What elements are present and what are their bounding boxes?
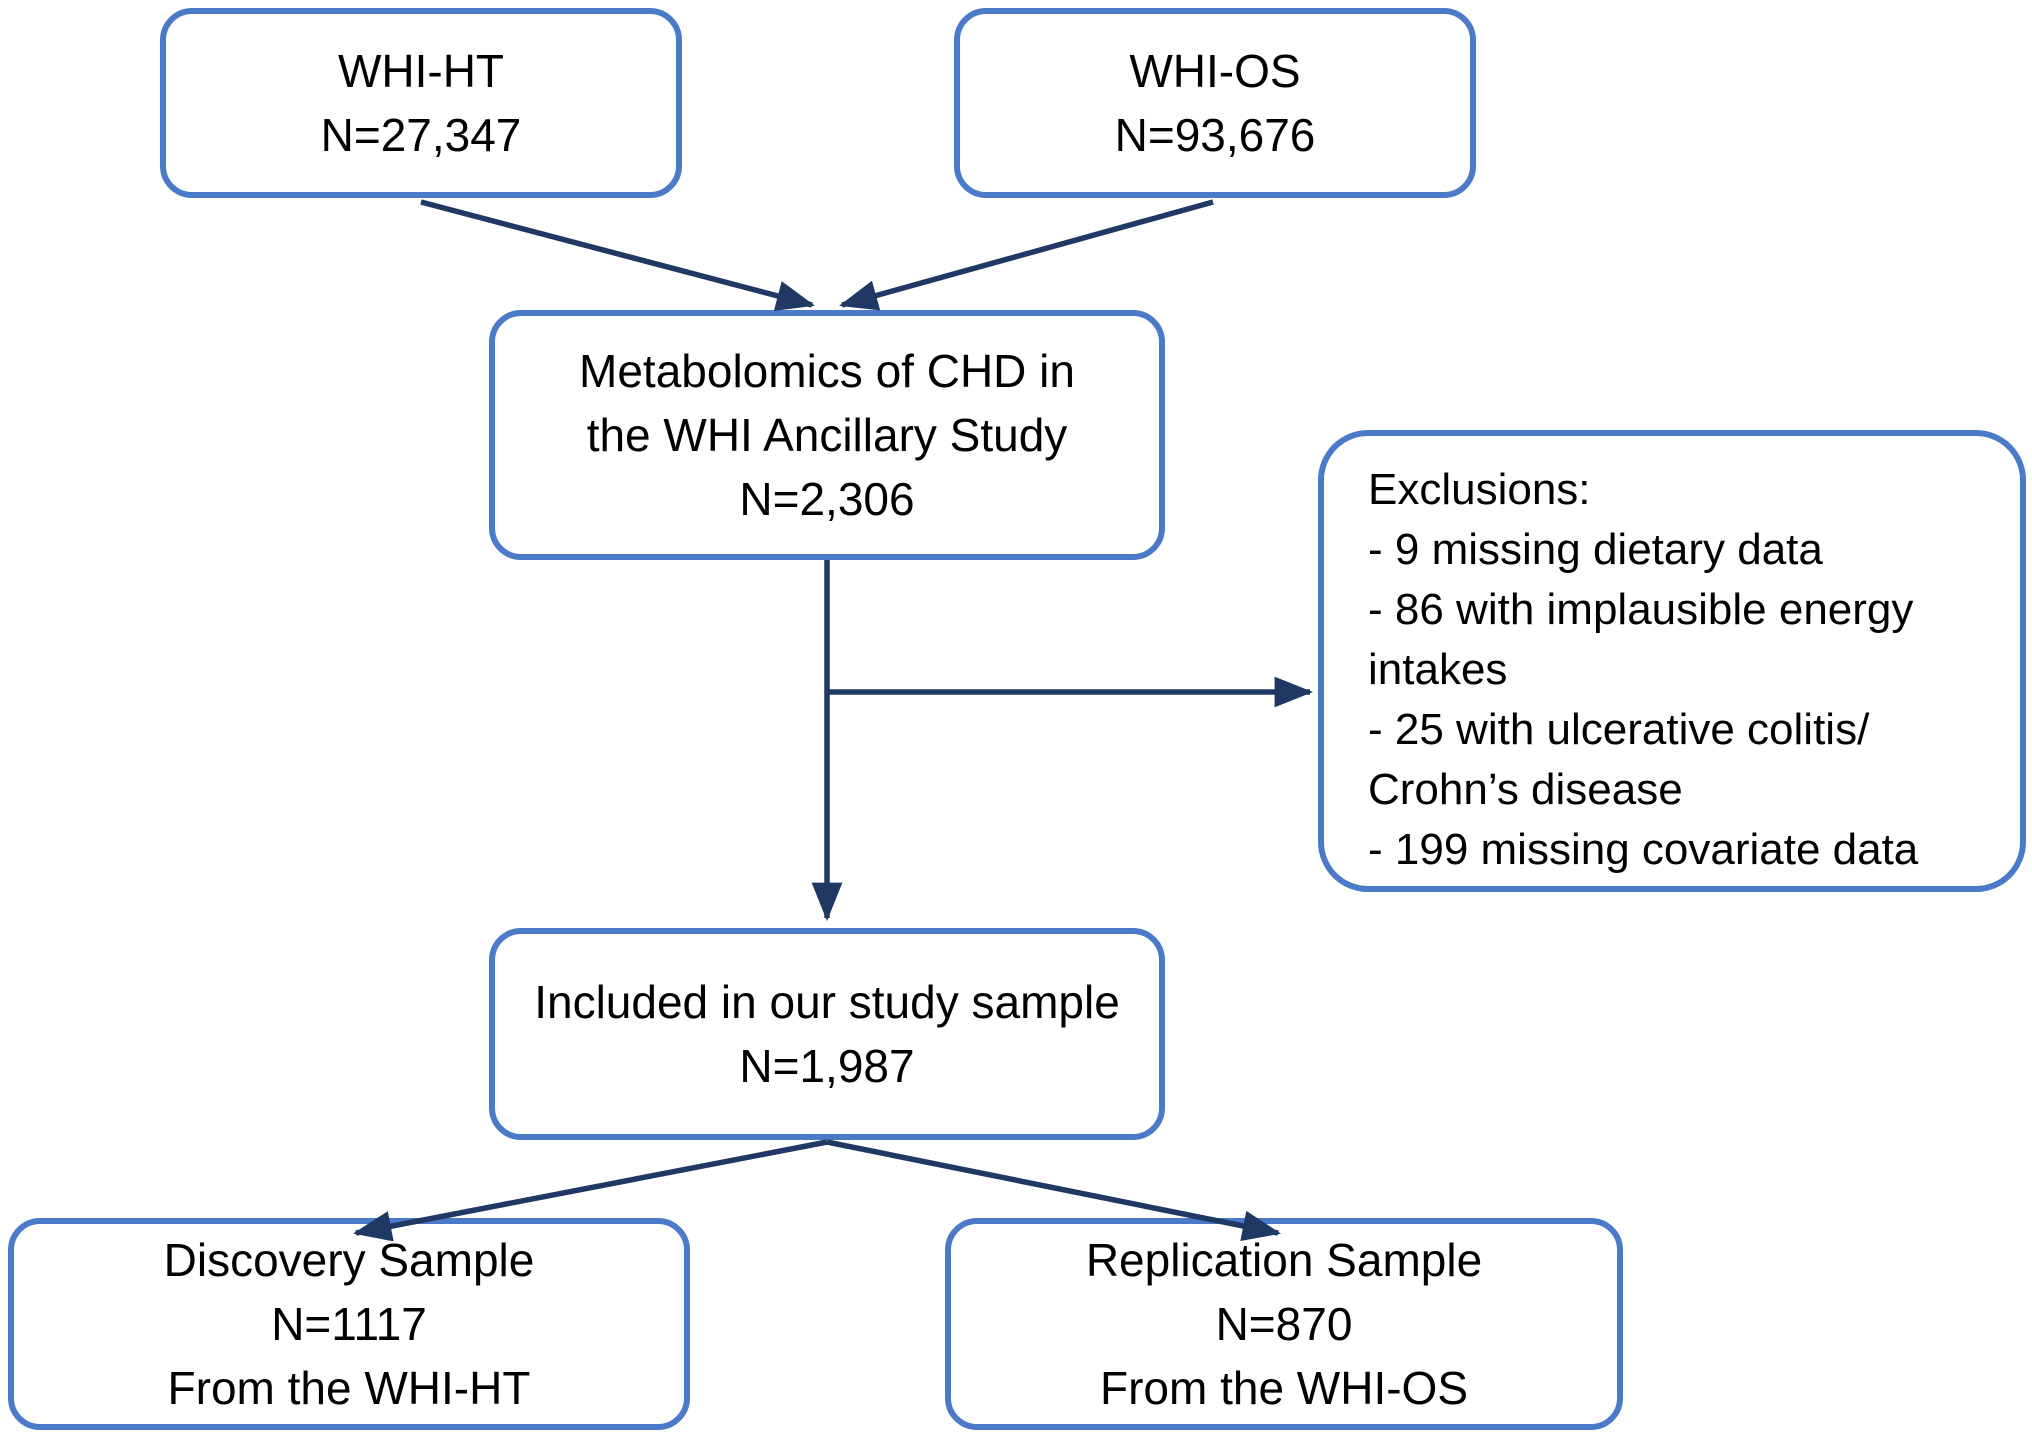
arrow-whi-os-to-metabolomics [839,199,1214,311]
exclusions-item-energy: - 86 with implausible energy [1368,585,1914,634]
node-whi-ht: WHI-HT N=27,347 [160,8,682,198]
node-included-sample: Included in our study sample N=1,987 [489,928,1165,1140]
node-discovery-title: Discovery Sample [163,1234,535,1286]
node-replication-title: Replication Sample [1085,1234,1483,1286]
arrow-whi-ht-to-metabolomics [420,199,815,311]
node-replication-count: N=870 [1215,1298,1353,1350]
exclusions-item-dietary: - 9 missing dietary data [1368,525,1823,574]
node-whi-ht-title: WHI-HT [337,45,505,97]
exclusions-item-energy-wrap: intakes [1368,645,1508,694]
node-discovery-source: From the WHI-HT [167,1362,531,1414]
exclusions-title: Exclusions: [1368,465,1591,514]
node-included-count: N=1,987 [739,1040,915,1092]
node-whi-os-count: N=93,676 [1114,109,1316,161]
node-whi-os-title: WHI-OS [1129,45,1301,97]
exclusions-item-covariate: - 199 missing covariate data [1368,825,1919,874]
node-replication-source: From the WHI-OS [1099,1362,1469,1414]
exclusions-item-colitis: - 25 with ulcerative colitis/ [1368,705,1870,754]
node-whi-os: WHI-OS N=93,676 [954,8,1476,198]
node-metabolomics-study: Metabolomics of CHD in the WHI Ancillary… [489,310,1165,560]
exclusions-item-colitis-wrap: Crohn’s disease [1368,765,1683,814]
node-replication-sample: Replication Sample N=870 From the WHI-OS [945,1218,1623,1430]
node-whi-ht-count: N=27,347 [320,109,522,161]
node-metabolomics-count: N=2,306 [739,473,915,525]
node-metabolomics-line-1: Metabolomics of CHD in [579,345,1075,397]
node-metabolomics-line-2: the WHI Ancillary Study [586,409,1068,461]
node-included-line-1: Included in our study sample [534,976,1120,1028]
node-discovery-count: N=1117 [271,1298,427,1350]
node-exclusions: Exclusions: - 9 missing dietary data - 8… [1318,430,2026,892]
node-discovery-sample: Discovery Sample N=1117 From the WHI-HT [8,1218,690,1430]
